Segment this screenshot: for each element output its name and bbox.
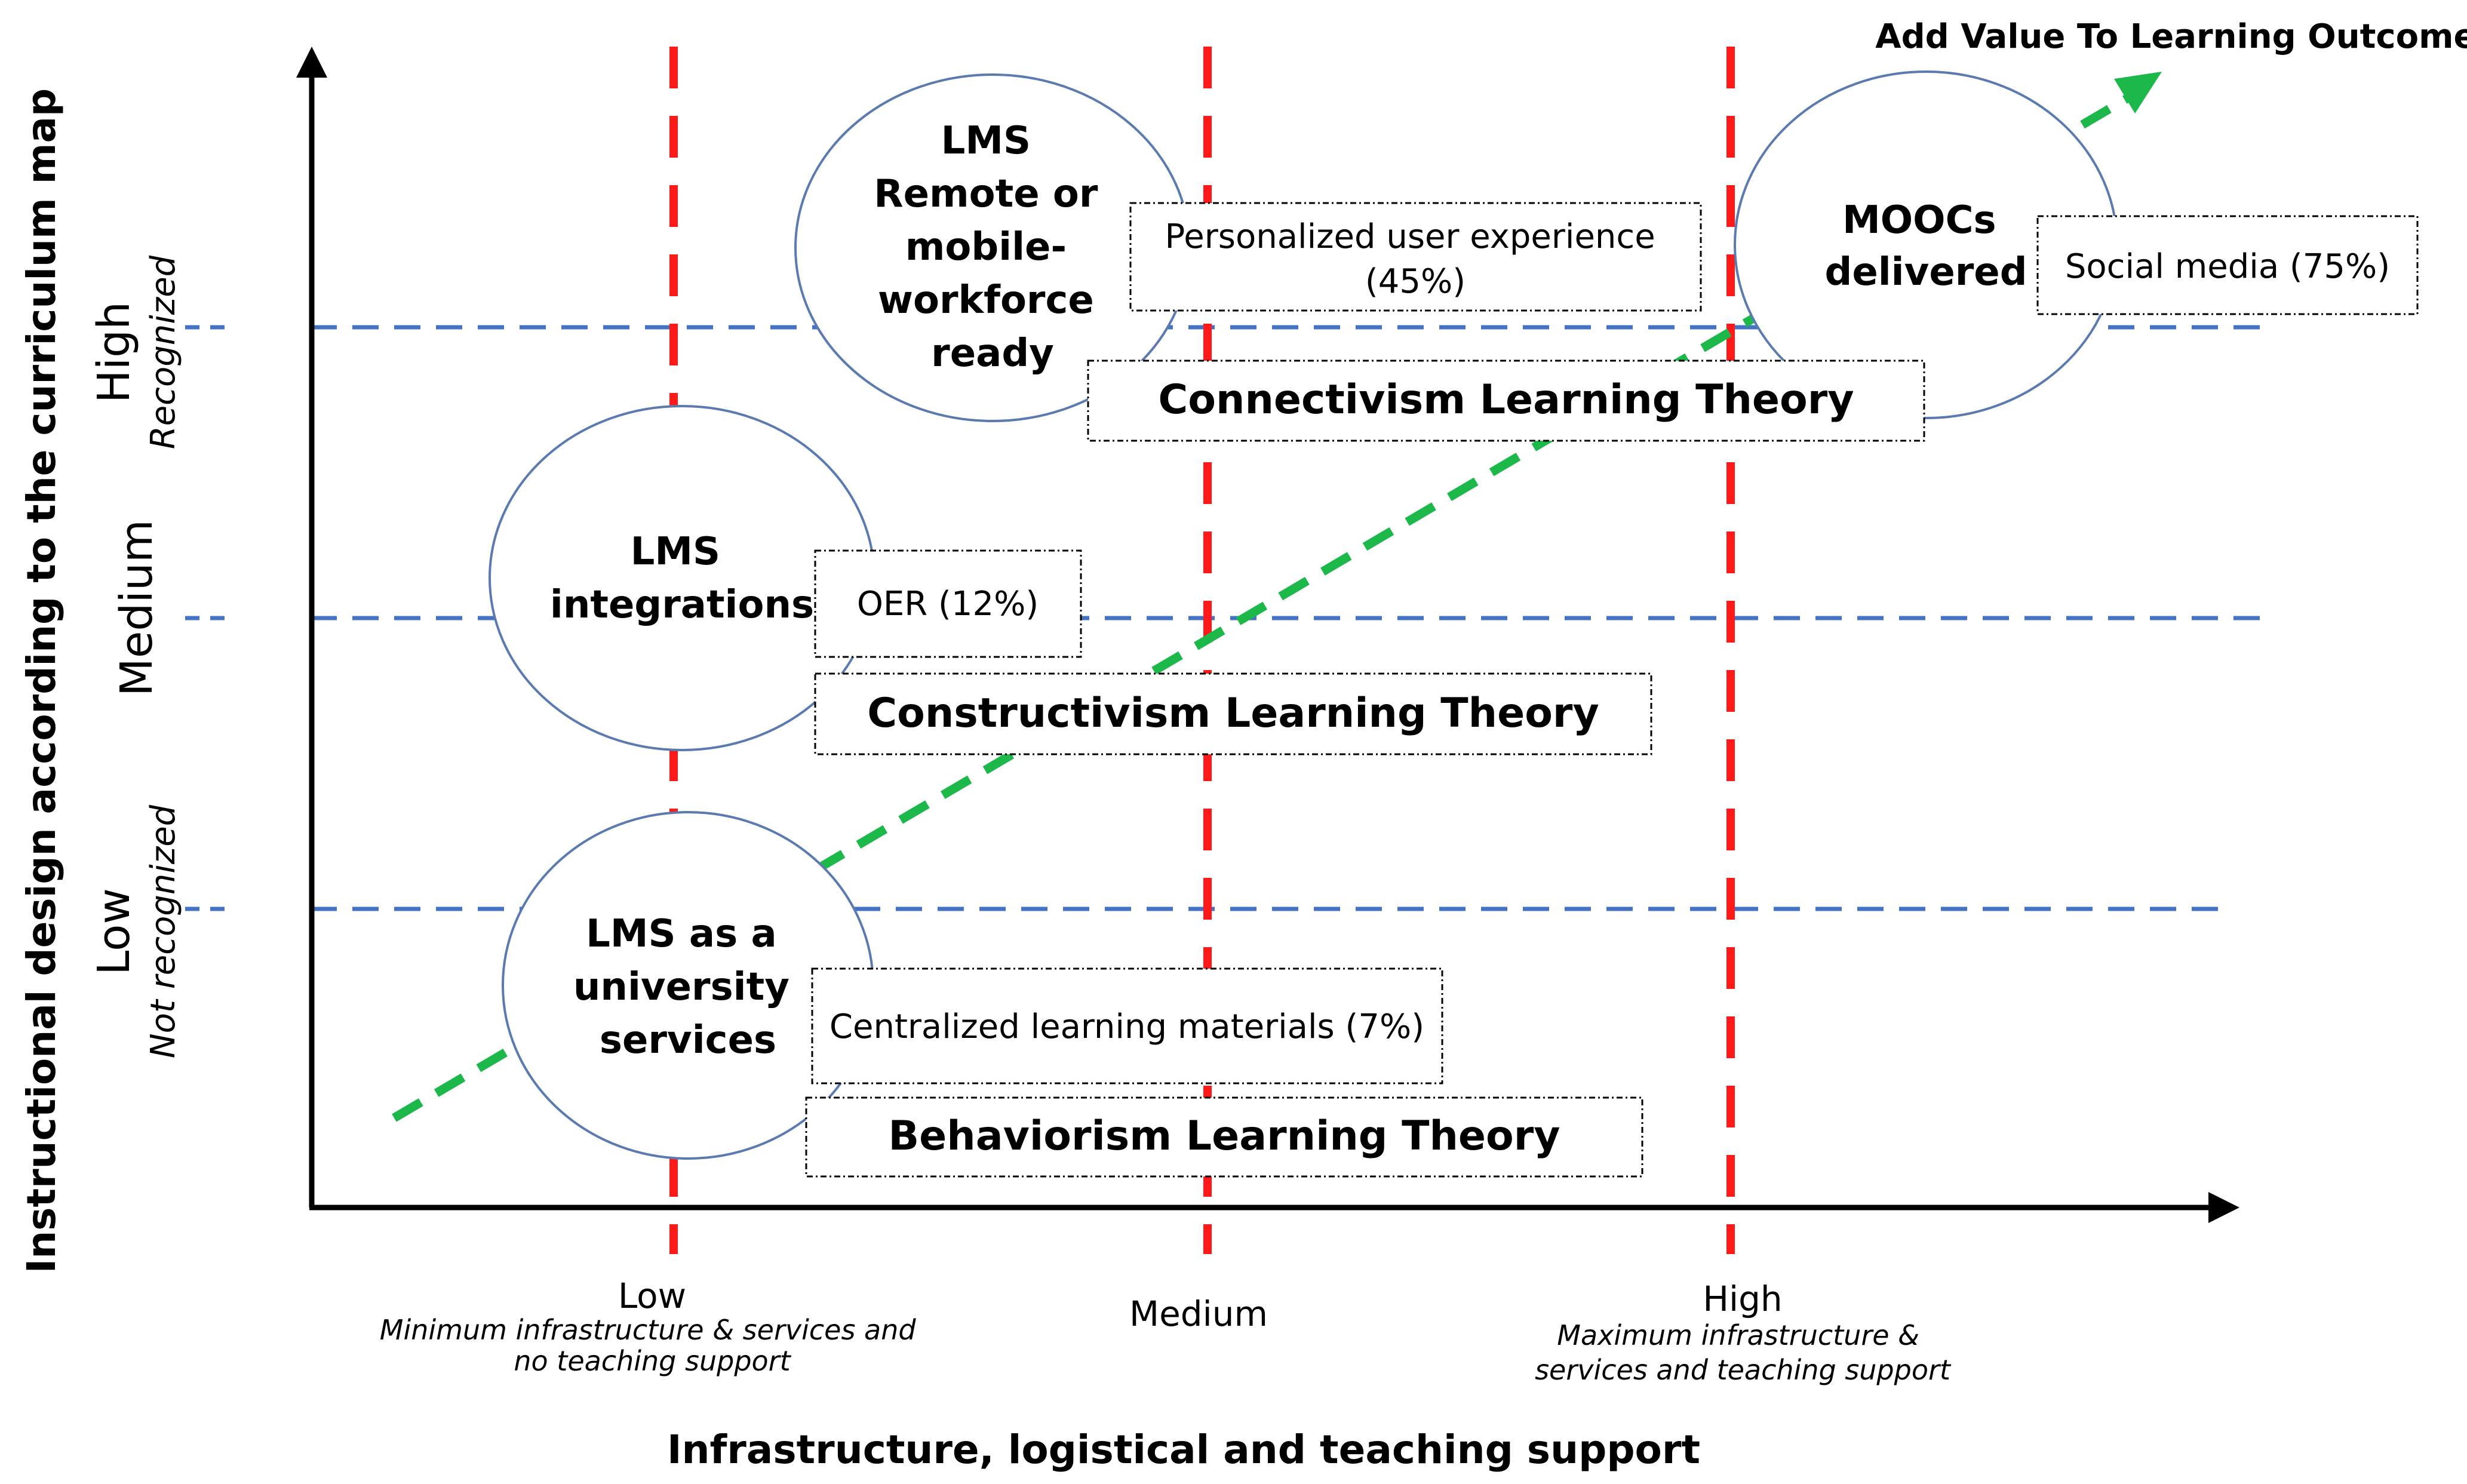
theory-boxes: Behaviorism Learning Theory Constructivi… (805, 360, 1925, 1178)
bubble-lms-university-services: LMS as a university services (502, 811, 874, 1160)
x-axis-arrowhead (2208, 1192, 2239, 1223)
theory-box-frame (814, 672, 1652, 755)
theory-box-frame (805, 1096, 1643, 1178)
y-level-high-sub: Recognized (144, 255, 183, 449)
axes (296, 47, 2239, 1223)
stat-box-frame (811, 967, 1443, 1084)
y-axis-labels: High Recognized Medium Low Not recognize… (88, 255, 183, 1058)
stat-box-frame (2036, 215, 2419, 315)
x-level-description: Maximum infrastructure & services and te… (1535, 1319, 1952, 1386)
stat-box-frame (814, 549, 1082, 658)
theory-box-frame (1087, 360, 1925, 442)
y-level-high-label: High (88, 302, 140, 403)
bubble-lms-integrations: LMS integrations (489, 405, 875, 751)
theory-box-connectivism: Connectivism Learning Theory (1087, 360, 1925, 442)
bubble-label: LMS Remote or mobile- workforce ready (874, 119, 1111, 376)
y-axis-title: Instructional design according to the cu… (19, 88, 64, 1274)
theory-box-constructivism: Constructivism Learning Theory (814, 672, 1652, 755)
x-level-low: Low Minimum infrastructure & services an… (380, 1276, 924, 1377)
bubble-lms-remote-ready: LMS Remote or mobile- workforce ready (794, 73, 1191, 422)
x-axis-labels: Low Minimum infrastructure & services an… (380, 1276, 1952, 1386)
x-axis-title: Infrastructure, logistical and teaching … (667, 1427, 1700, 1473)
x-level-label: Medium (1129, 1293, 1268, 1334)
stat-box-social-media: Social media (75%) (2036, 215, 2419, 315)
y-level-low-sub: Not recognized (144, 804, 183, 1058)
y-level-low-label: Low (88, 888, 140, 975)
stat-boxes: Centralized learning materials (7%) OER … (811, 202, 2419, 1084)
bubble-moocs-delivered: MOOCs delivered (1734, 70, 2118, 419)
theory-box-behaviorism: Behaviorism Learning Theory (805, 1096, 1643, 1178)
x-level-high: High Maximum infrastructure & services a… (1535, 1279, 1952, 1386)
stat-box-frame (1129, 202, 1702, 312)
y-level-medium-label: Medium (111, 520, 162, 696)
stat-box-centralized-materials: Centralized learning materials (7%) (811, 967, 1443, 1084)
x-level-label: Low (618, 1276, 686, 1316)
stat-box-label: Social media (75%) (2065, 247, 2390, 286)
stat-box-label: OER (12%) (857, 585, 1039, 623)
x-level-description: Minimum infrastructure & services and no… (380, 1314, 924, 1377)
stat-box-personalized-experience: Personalized user experience (45%) (1129, 202, 1702, 312)
theory-box-label: Constructivism Learning Theory (867, 690, 1599, 737)
stat-box-oer: OER (12%) (814, 549, 1082, 658)
x-level-medium: Medium (1129, 1293, 1268, 1334)
y-axis-arrowhead (296, 47, 327, 78)
stat-box-label: Personalized user experience (45%) (1165, 217, 1666, 301)
horizontal-guides (185, 325, 2263, 911)
x-level-label: High (1703, 1279, 1782, 1319)
bubbles: LMS as a university services LMS integra… (489, 70, 2118, 1160)
theory-box-label: Behaviorism Learning Theory (888, 1113, 1560, 1160)
theory-box-label: Connectivism Learning Theory (1158, 376, 1854, 423)
trend-label: Add Value To Learning Outcomes (1875, 17, 2467, 56)
bubble-label: LMS as a university services (573, 912, 803, 1062)
stat-box-label: Centralized learning materials (7%) (829, 1007, 1424, 1046)
bubble-label: MOOCs delivered (1825, 198, 2027, 294)
trend-arrowhead (2114, 72, 2162, 113)
bubble-label: LMS integrations (550, 530, 814, 627)
